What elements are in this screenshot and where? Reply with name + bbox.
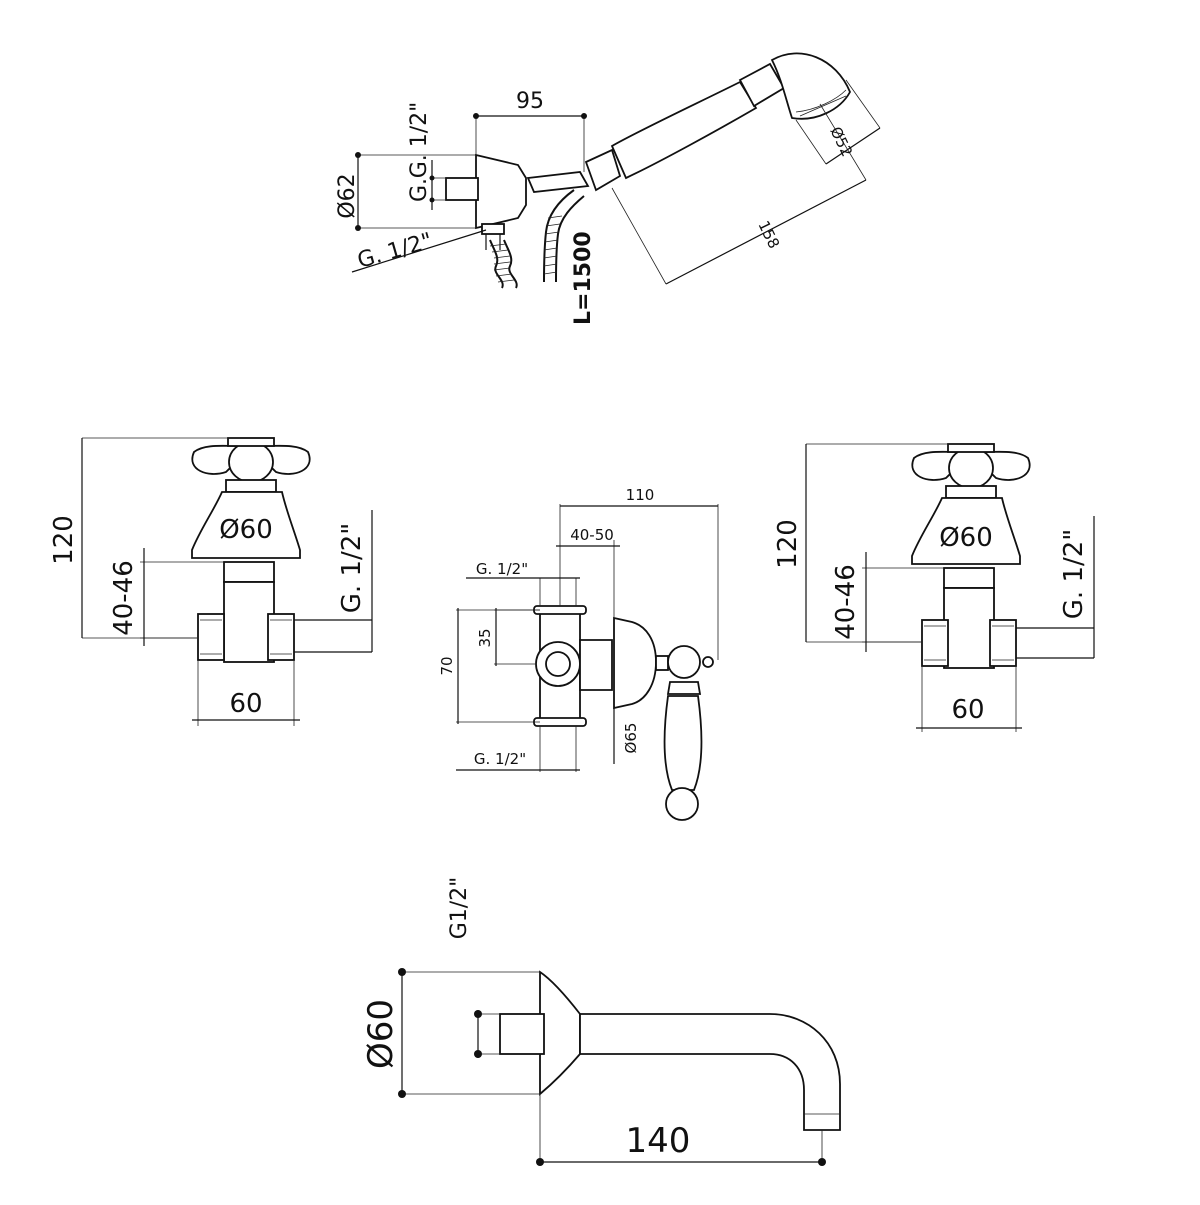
tap-left-dim-thread: G. 1/2": [337, 510, 373, 620]
spout-rosette: [539, 970, 581, 1096]
dim-158-label: 158: [754, 218, 783, 252]
tap-left-dia-60-label: Ø60: [219, 515, 273, 545]
spout-dim-dia-60-label: Ø60: [361, 999, 401, 1069]
dim-dia-52-label: Ø52: [826, 124, 856, 160]
tap-left-stem: [197, 561, 373, 663]
tap-right-dia-60-label: Ø60: [939, 523, 993, 553]
tap-right-dim-thread-label: G. 1/2": [1059, 529, 1089, 619]
spout-dim-dia-60: Ø60: [361, 968, 540, 1098]
tap-right-dim-40-46: 40-46: [831, 552, 944, 652]
spout-dim-thread-label: G1/2": [447, 877, 472, 940]
dim-dia-62-label: Ø62: [335, 173, 360, 218]
tap-right-dim-120: 120: [773, 443, 960, 643]
spout-pipe: [499, 1013, 841, 1131]
dim-dia-62: Ø62: [335, 152, 476, 231]
tap-left-dim-60: 60: [192, 660, 300, 726]
diverter-dim-70: 70: [438, 608, 540, 724]
dim-95-label: 95: [516, 89, 544, 114]
dim-thread-inlet: G. 1/2": [351, 229, 487, 274]
tap-right-stem: [921, 567, 1095, 669]
tap-left-dim-120-label: 120: [49, 515, 79, 565]
dim-thread-top-label: G. 1/2": [407, 102, 432, 179]
cross-handle-tap-right: 120 Ø60 40-46 G. 1/2" 60: [773, 443, 1095, 732]
tap-left-bell-body: [191, 491, 301, 559]
tap-right-dim-60-label: 60: [951, 695, 984, 725]
diverter-dim-thread-top: G. 1/2": [466, 560, 580, 606]
diverter-dim-35: 35: [476, 608, 540, 666]
tap-right-dim-60: 60: [916, 666, 1022, 732]
diverter-dim-thread-bottom-label: G. 1/2": [474, 750, 526, 768]
diverter-dim-65-label: Ø65: [622, 723, 640, 754]
shower-inlet-hose: [489, 239, 518, 289]
spout-dim-140: 140: [536, 1094, 826, 1166]
diverter-dim-110-label: 110: [626, 486, 655, 504]
tap-left-dim-40-46-label: 40-46: [109, 560, 139, 636]
tap-right-dim-120-label: 120: [773, 519, 803, 569]
diverter-lever-handle: [655, 645, 714, 821]
diverter-dim-35-label: 35: [476, 628, 494, 647]
hand-shower: [526, 52, 851, 193]
dim-hose-length-label: L=1500: [571, 231, 596, 325]
diverter-dim-70-label: 70: [438, 656, 456, 675]
dim-95: 95: [473, 89, 587, 172]
dim-thread-inlet-label: G. 1/2": [355, 229, 435, 274]
tap-left-dim-60-label: 60: [229, 689, 262, 719]
diverter-body: [533, 605, 657, 727]
spout-dim-thread: G1/2": [447, 877, 500, 1058]
diverter-dim-65: Ø65: [613, 708, 640, 764]
diverter-dim-40-50-label: 40-50: [570, 526, 614, 544]
tap-left-dim-40-46: 40-46: [109, 548, 224, 646]
tap-left-handle: [191, 437, 311, 493]
dim-hose-length: L=1500: [571, 231, 596, 325]
tap-right-dim-40-46-label: 40-46: [831, 564, 861, 640]
tap-right-handle: [911, 443, 1031, 499]
spout-dim-140-label: 140: [626, 1121, 691, 1161]
diverter-valve: 110 40-50 G. 1/2" 35 70 Ø65: [438, 486, 719, 821]
cross-handle-tap-left: 120 Ø60 40-46 G. 1/2" 60: [49, 437, 373, 726]
diverter-dim-thread-bottom: G. 1/2": [456, 726, 580, 772]
shower-wall-bracket: [445, 153, 527, 250]
diverter-dim-40-50: 40-50: [556, 526, 620, 618]
dim-thread-top: G. 1/2" G.: [407, 102, 446, 210]
tap-left-dim-thread-label: G. 1/2": [337, 523, 367, 613]
diverter-dim-110: 110: [559, 486, 719, 660]
tap-right-dim-thread: G. 1/2": [1059, 516, 1095, 628]
hand-shower-set: 95 Ø62 G. 1/2" G. G. 1/2" L=1500: [335, 52, 881, 325]
tap-right-bell-body: [911, 497, 1021, 565]
wall-spout: Ø60 G1/2" 140: [361, 877, 841, 1166]
shower-spiral-hose: [543, 189, 585, 283]
dim-thread-short-label: G.: [407, 178, 432, 202]
diverter-dim-thread-top-label: G. 1/2": [476, 560, 528, 578]
